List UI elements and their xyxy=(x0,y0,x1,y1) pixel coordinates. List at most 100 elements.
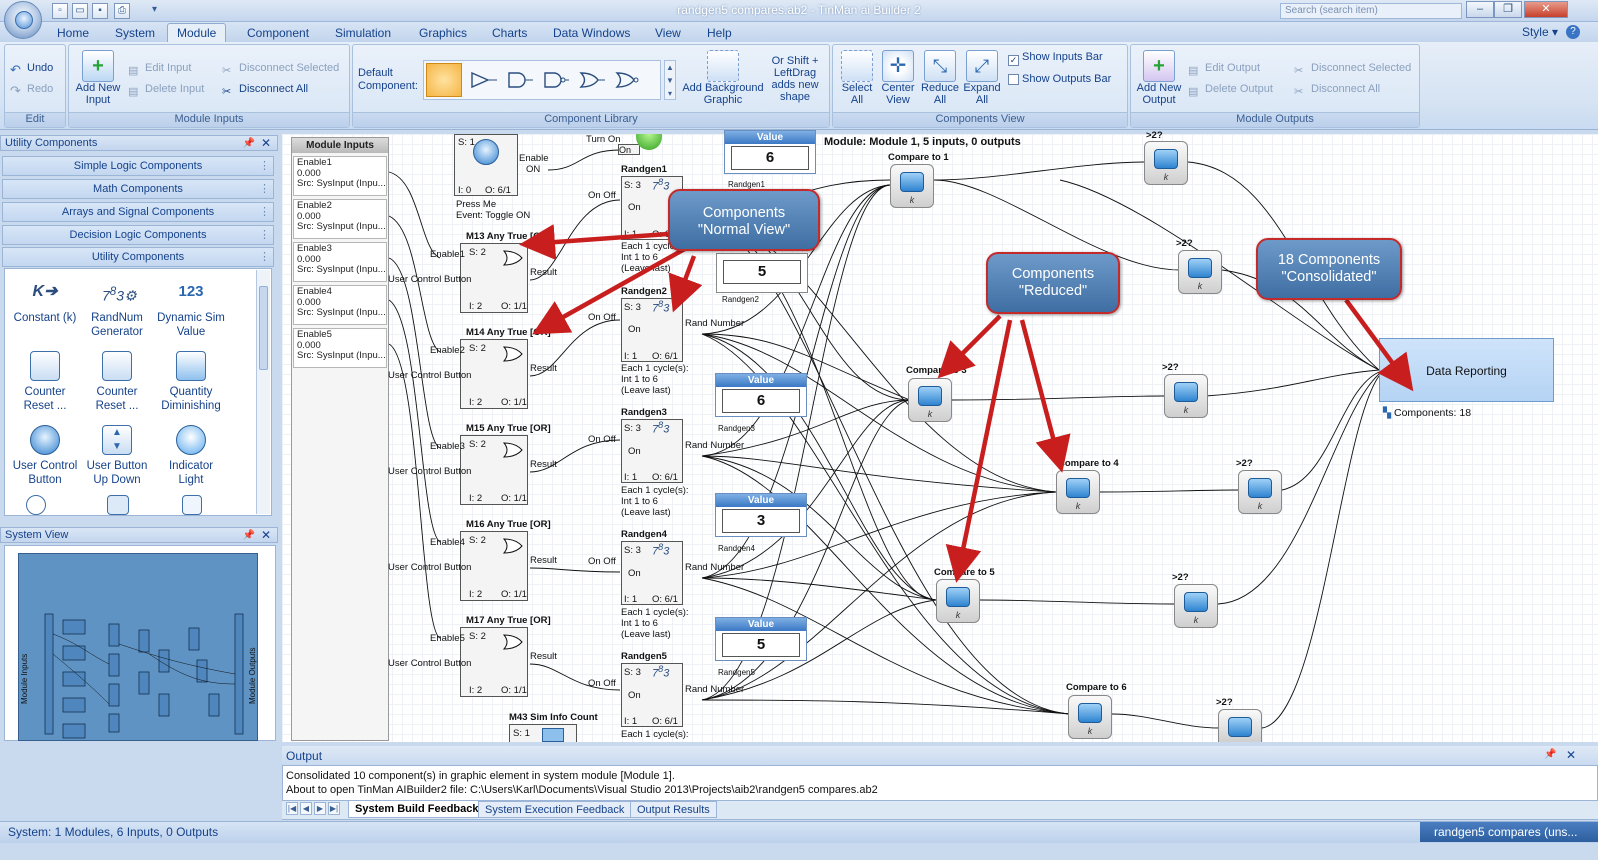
timer-item[interactable] xyxy=(21,495,51,515)
tab-system-build-feedback[interactable]: System Build Feedback xyxy=(348,801,486,818)
user-control-button-item[interactable]: User Control Button xyxy=(5,425,85,487)
reduce-all-button[interactable]: ⤡ Reduce All xyxy=(920,50,960,106)
category-decision-logic[interactable]: Decision Logic Components xyxy=(2,225,274,245)
gt1-block[interactable]: k xyxy=(1144,141,1188,185)
nand-gate-icon[interactable] xyxy=(542,71,570,89)
compare1-block[interactable]: k xyxy=(890,164,934,208)
status-document-tab[interactable]: randgen5 compares (uns... xyxy=(1420,822,1598,842)
tab-help[interactable]: Help xyxy=(707,26,732,40)
system-view-minimap[interactable]: Module Inputs Module Outputs xyxy=(18,553,258,741)
add-background-graphic-button[interactable]: Add Background Graphic xyxy=(680,50,766,106)
edit-output-button[interactable]: ▤Edit Output xyxy=(1188,62,1260,79)
select-all-button[interactable]: Select All xyxy=(838,50,876,106)
delete-input-button[interactable]: ▤Delete Input xyxy=(128,83,204,100)
output-nav-next-icon[interactable]: ▶ xyxy=(314,802,326,815)
counter-reset-item-2[interactable]: Counter Reset ... xyxy=(77,351,157,413)
tab-home[interactable]: Home xyxy=(57,26,90,40)
close-system-view-icon[interactable]: ✕ xyxy=(260,528,271,542)
tab-system[interactable]: System xyxy=(115,26,156,40)
disconnect-selected-outputs-button[interactable]: ✂Disconnect Selected xyxy=(1294,62,1411,79)
minimize-button[interactable]: – xyxy=(1466,1,1494,18)
disconnect-all-outputs-button[interactable]: ✂Disconnect All xyxy=(1294,83,1380,100)
save-icon[interactable]: ▪ xyxy=(92,3,108,19)
randnum-generator-item[interactable]: 783⚙ RandNum Generator xyxy=(77,277,157,339)
compare3-block[interactable]: k xyxy=(908,378,952,422)
quantity-diminishing-item[interactable]: Quantity Diminishing xyxy=(151,351,231,413)
output-nav-first-icon[interactable]: |◀ xyxy=(286,802,298,815)
help-icon[interactable]: ? xyxy=(1566,25,1580,39)
network-component-icon[interactable] xyxy=(426,63,462,97)
qat-dropdown-icon[interactable]: ▾ xyxy=(152,4,158,15)
show-inputs-bar-checkbox[interactable]: ✓Show Inputs Bar xyxy=(1008,51,1103,66)
disconnect-selected-inputs-button[interactable]: ✂Disconnect Selected xyxy=(222,62,339,79)
tab-system-execution-feedback[interactable]: System Execution Feedback xyxy=(478,801,632,818)
style-menu[interactable]: Style ▾ xyxy=(1521,25,1558,39)
output-close-icon[interactable]: ✕ xyxy=(1566,748,1577,762)
and-gate-icon[interactable] xyxy=(506,71,534,89)
pin-icon-2[interactable]: 📌 xyxy=(242,530,255,541)
gt5-block[interactable]: k xyxy=(1174,584,1218,628)
undo-button[interactable]: ↶Undo xyxy=(10,62,53,77)
restore-button[interactable]: ❐ xyxy=(1494,1,1522,18)
compare6-block[interactable]: k xyxy=(1068,695,1112,739)
print-icon[interactable]: ⎙ xyxy=(114,3,130,19)
component-gallery[interactable] xyxy=(423,60,661,100)
application-orb-button[interactable] xyxy=(4,1,42,39)
new-file-icon[interactable]: ▫ xyxy=(52,3,68,19)
output-nav-prev-icon[interactable]: ◀ xyxy=(300,802,312,815)
tab-charts[interactable]: Charts xyxy=(492,26,528,40)
category-math[interactable]: Math Components xyxy=(2,179,274,199)
user-button-up-down-item[interactable]: ▲▼ User Button Up Down xyxy=(77,425,157,487)
pin-icon[interactable]: 📌 xyxy=(242,138,255,149)
scrollbar-thumb[interactable] xyxy=(259,286,268,370)
tab-component[interactable]: Component xyxy=(247,26,310,40)
delete-output-button[interactable]: ▤Delete Output xyxy=(1188,83,1273,100)
tab-data-windows[interactable]: Data Windows xyxy=(553,26,631,40)
value-display-2[interactable]: 5 xyxy=(716,253,808,293)
tab-module[interactable]: Module xyxy=(167,23,227,43)
show-outputs-bar-checkbox[interactable]: Show Outputs Bar xyxy=(1008,73,1111,86)
nor-gate-icon[interactable] xyxy=(614,71,642,89)
compare4-block[interactable]: k xyxy=(1056,470,1100,514)
redo-button[interactable]: ↷Redo xyxy=(10,83,53,98)
add-new-input-button[interactable]: + Add New Input xyxy=(72,50,124,106)
tab-simulation[interactable]: Simulation xyxy=(335,26,392,40)
close-panel-icon[interactable]: ✕ xyxy=(260,136,271,150)
dynamic-sim-value-item[interactable]: 123 Dynamic Sim Value xyxy=(151,277,231,339)
gt4-block[interactable]: k xyxy=(1238,470,1282,514)
edit-item[interactable] xyxy=(177,495,207,515)
tab-output-results[interactable]: Output Results xyxy=(630,801,717,818)
add-new-output-button[interactable]: + Add New Output xyxy=(1134,50,1184,106)
disconnect-all-inputs-button[interactable]: ✂Disconnect All xyxy=(222,83,308,100)
gt6-block[interactable] xyxy=(1218,709,1262,742)
category-simple-logic[interactable]: Simple Logic Components xyxy=(2,156,274,176)
open-folder-icon[interactable]: ▭ xyxy=(72,3,88,19)
counter-reset-item-1[interactable]: Counter Reset ... xyxy=(5,351,85,413)
tab-graphics[interactable]: Graphics xyxy=(419,26,468,40)
or-gate-icon[interactable] xyxy=(578,71,606,89)
gt2-block[interactable]: k xyxy=(1178,250,1222,294)
close-button[interactable]: ✕ xyxy=(1524,1,1568,18)
tab-view[interactable]: View xyxy=(655,26,681,40)
center-view-button[interactable]: ✛ Center View xyxy=(878,50,918,106)
m43-block[interactable]: S: 1 xyxy=(509,724,577,742)
gt3-block[interactable]: k xyxy=(1164,374,1208,418)
user-control-button-block[interactable]: S: 1 I: 0 O: 6/1 xyxy=(454,134,518,196)
edit-input-button[interactable]: ▤Edit Input xyxy=(128,62,191,79)
category-utility[interactable]: Utility Components xyxy=(2,247,274,267)
output-pin-icon[interactable]: 📌 xyxy=(1544,749,1557,760)
indicator-light-item[interactable]: Indicator Light xyxy=(151,425,231,487)
search-input[interactable]: Search (search item) xyxy=(1280,3,1462,19)
